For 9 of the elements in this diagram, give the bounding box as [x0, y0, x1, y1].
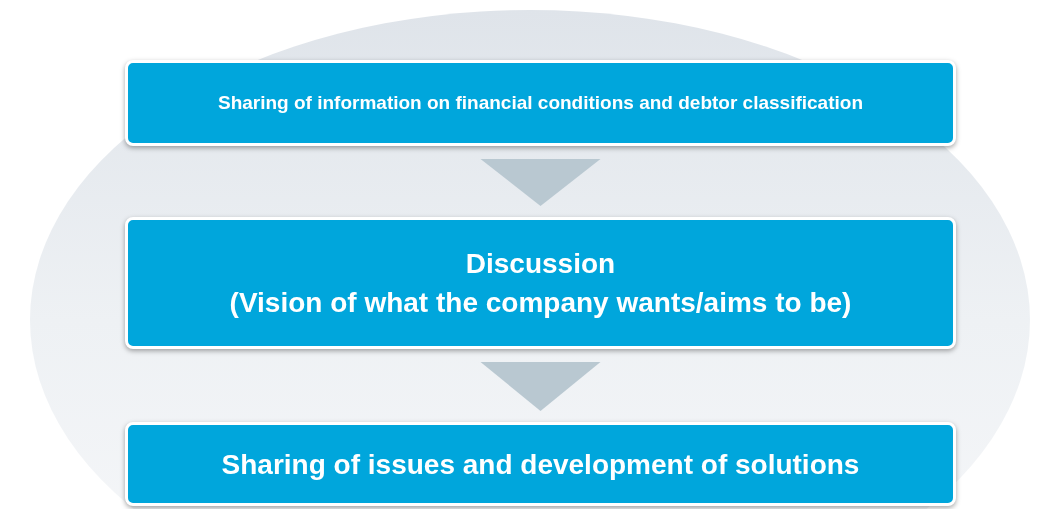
arrow — [480, 362, 601, 411]
process-box — [125, 60, 956, 146]
arrow — [480, 159, 601, 206]
box-text: Discussion — [465, 247, 616, 281]
box-text: Sharing of information on financial conditions and debtor classification — [218, 91, 863, 115]
process-box — [125, 217, 956, 349]
process-box — [125, 422, 956, 506]
box-text: Sharing of issues and development of solutions — [221, 447, 860, 482]
box-text: (Vision of what the company wants/aims to be) — [229, 286, 852, 320]
